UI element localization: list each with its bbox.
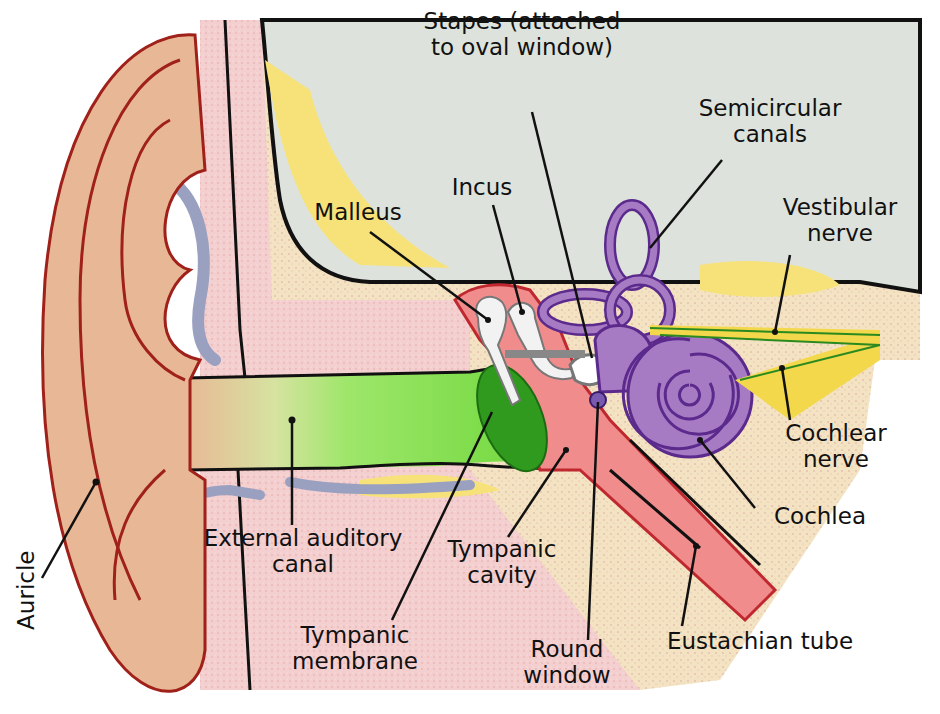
outline bbox=[238, 470, 250, 690]
leader-line bbox=[775, 255, 790, 332]
leader-line bbox=[650, 160, 722, 248]
leader-line bbox=[392, 412, 492, 620]
leader-line bbox=[370, 232, 488, 320]
cochlea-spiral bbox=[623, 339, 738, 449]
part-label: Malleus bbox=[288, 199, 428, 225]
part-label: Tympanic cavity bbox=[427, 536, 577, 589]
outline bbox=[225, 20, 245, 378]
leader-line bbox=[493, 205, 522, 312]
marrow bbox=[700, 261, 840, 297]
tube-wall bbox=[610, 470, 700, 548]
leader-line bbox=[700, 440, 755, 508]
part-label: Round window bbox=[497, 636, 637, 689]
lobe-line bbox=[114, 470, 165, 600]
nerve-fibre bbox=[650, 328, 880, 380]
part-label: Incus bbox=[427, 174, 537, 200]
part-label: Tympanic membrane bbox=[265, 622, 445, 675]
leader-dots bbox=[93, 309, 786, 549]
part-label: Auricle bbox=[13, 510, 39, 670]
antihelix-line bbox=[122, 120, 185, 380]
leader-line bbox=[532, 112, 592, 358]
part-label: External auditory canal bbox=[201, 525, 406, 578]
tube-wall bbox=[630, 440, 760, 565]
part-label: Semicircular canals bbox=[670, 95, 870, 148]
leader-line bbox=[291, 420, 294, 525]
part-label: Stapes (attached to oval window) bbox=[420, 8, 625, 61]
leader-line bbox=[588, 402, 598, 640]
cranial-cavity bbox=[262, 20, 920, 292]
vestibular-nerve-shape bbox=[650, 325, 880, 345]
part-label: Eustachian tube bbox=[630, 628, 890, 654]
cartilage bbox=[290, 482, 470, 489]
leader-line bbox=[508, 450, 566, 537]
part-label: Cochlea bbox=[750, 503, 890, 529]
helix-line bbox=[80, 60, 180, 600]
part-label: Vestibular nerve bbox=[755, 194, 925, 247]
leader-line bbox=[682, 546, 696, 626]
auricle-shape bbox=[43, 35, 205, 692]
leader-line bbox=[42, 482, 96, 578]
leader-lines bbox=[42, 112, 790, 640]
leader-line bbox=[782, 368, 790, 420]
semicircular-canal bbox=[610, 205, 654, 285]
canal-wall bbox=[185, 463, 560, 470]
tendon bbox=[505, 350, 585, 358]
part-label: Cochlear nerve bbox=[756, 420, 916, 473]
marrow bbox=[265, 60, 450, 268]
semicircular-canal bbox=[610, 205, 654, 285]
cochlear-nerve-shape bbox=[735, 335, 880, 420]
